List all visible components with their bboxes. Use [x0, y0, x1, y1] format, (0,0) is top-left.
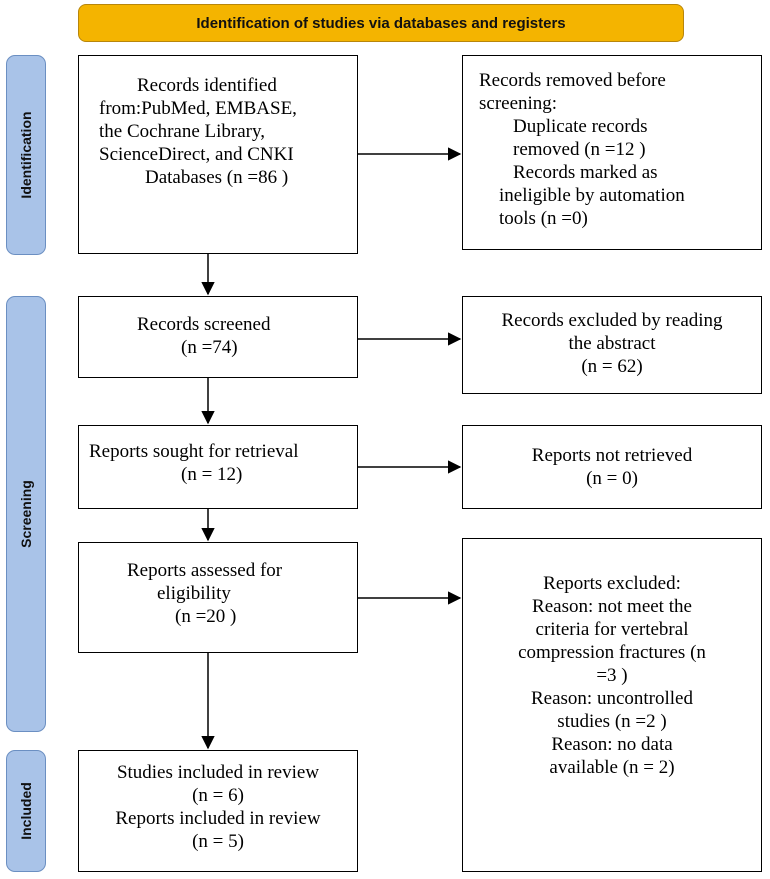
box-line: Reports sought for retrieval	[89, 441, 299, 462]
box-line: compression fractures (n	[518, 642, 706, 663]
reports-sought-box: Reports sought for retrieval (n = 12)	[78, 425, 358, 509]
box-line: the abstract	[568, 333, 656, 354]
box-line: =3 )	[596, 665, 628, 686]
box-line: (n =20 )	[175, 606, 237, 627]
box-line: Reports included in review	[115, 808, 321, 829]
box-line: Records excluded by reading	[501, 310, 723, 331]
reports-assessed-box: Reports assessed for eligibility (n =20 …	[78, 542, 358, 653]
box-line: (n = 0)	[586, 468, 638, 489]
box-line: Databases (n =86 )	[145, 167, 289, 188]
box-line: (n = 5)	[192, 831, 244, 852]
box-line: the Cochrane Library,	[99, 121, 265, 142]
records-identified-box: Records identified from:PubMed, EMBASE, …	[78, 55, 358, 254]
box-line: ineligible by automation	[499, 185, 685, 206]
box-line: Studies included in review	[116, 762, 320, 783]
phase-identification: Identification	[6, 55, 46, 255]
identification-banner: Identification of studies via databases …	[78, 4, 684, 42]
box-line: (n = 12)	[181, 464, 243, 485]
box-line: Reports assessed for	[127, 560, 283, 581]
box-line: Records identified	[137, 75, 277, 96]
phase-screening: Screening	[6, 296, 46, 732]
banner-title: Identification of studies via databases …	[196, 14, 566, 32]
box-line: Duplicate records	[513, 116, 648, 137]
box-line: studies (n =2 )	[557, 711, 667, 732]
box-line: Records screened	[137, 314, 271, 335]
box-line: removed (n =12 )	[513, 139, 646, 160]
reports-excluded-box: Reports excluded: Reason: not meet the c…	[462, 538, 762, 872]
records-screened-box: Records screened (n =74)	[78, 296, 358, 378]
records-excluded-abstract-box: Records excluded by reading the abstract…	[462, 296, 762, 394]
reports-not-retrieved-box: Reports not retrieved (n = 0)	[462, 425, 762, 509]
box-line: Reports excluded:	[543, 573, 681, 594]
box-line: tools (n =0)	[499, 208, 588, 229]
box-line: Records removed before	[479, 70, 666, 91]
box-line: from:PubMed, EMBASE,	[99, 98, 297, 119]
box-line: Records marked as	[513, 162, 658, 183]
phase-included: Included	[6, 750, 46, 872]
box-line: ScienceDirect, and CNKI	[99, 144, 294, 165]
box-line: Reason: uncontrolled	[531, 688, 693, 709]
box-line: (n = 62)	[581, 356, 643, 377]
box-line: criteria for vertebral	[535, 619, 689, 640]
box-line: Reason: not meet the	[532, 596, 692, 617]
box-line: (n = 6)	[192, 785, 244, 806]
box-line: eligibility	[157, 583, 231, 604]
box-line: Reports not retrieved	[531, 445, 693, 466]
records-removed-box: Records removed before screening: Duplic…	[462, 55, 762, 250]
box-line: screening:	[479, 93, 558, 114]
studies-included-box: Studies included in review (n = 6) Repor…	[78, 750, 358, 872]
box-line: (n =74)	[181, 337, 238, 358]
box-line: available (n = 2)	[549, 757, 675, 778]
box-line: Reason: no data	[551, 734, 673, 755]
